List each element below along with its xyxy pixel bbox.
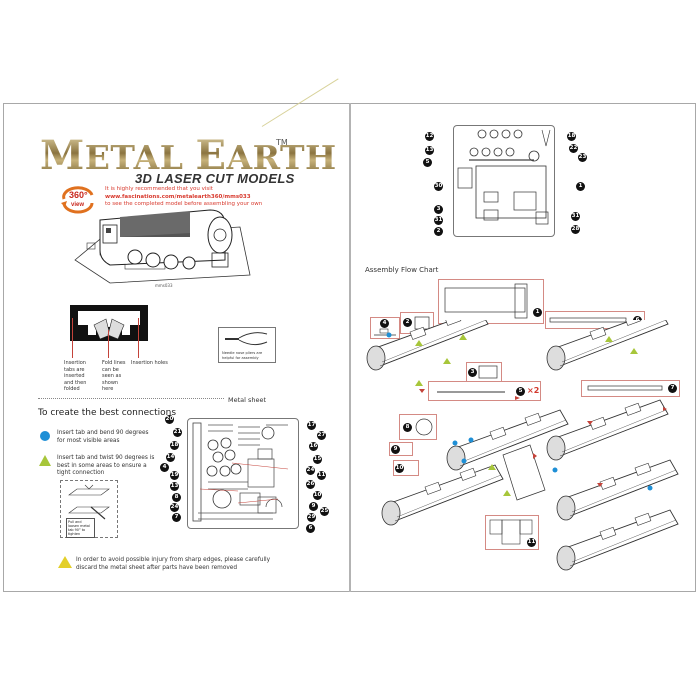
pointer-line [138, 318, 139, 358]
promo-text: It is highly recommended that you visit … [105, 186, 263, 207]
callout-20: 20 [165, 415, 174, 424]
svg-text:view: view [71, 202, 84, 208]
step-10-number: 10 [395, 464, 404, 473]
label-insertion-tabs: Insertion tabs are inserted and then fol… [64, 360, 87, 392]
svg-text:360°: 360° [69, 190, 88, 200]
tip-bend: Insert tab and bend 90 degrees for most … [57, 430, 149, 444]
callout-5: 5 [423, 158, 432, 167]
callout-31: 31 [434, 216, 443, 225]
callout-12: 12 [425, 132, 434, 141]
callout-9: 9 [309, 502, 318, 511]
step-7-number: 7 [668, 384, 677, 393]
trademark: TM [276, 138, 288, 147]
callout-24b: 24 [306, 466, 315, 475]
callout-24: 24 [170, 503, 179, 512]
callout-7: 7 [172, 513, 181, 522]
step-3-number: 3 [468, 368, 477, 377]
callout-31b: 31 [571, 212, 580, 221]
model-url-link[interactable]: www.fascinations.com/metalearth360/mms03… [105, 193, 251, 200]
step-2-number: 2 [403, 318, 412, 327]
callout-10: 10 [313, 491, 322, 500]
step-5-number: 5 [516, 387, 525, 396]
connections-title: To create the best connections [38, 408, 177, 418]
twist-marker-icon [39, 455, 51, 466]
callout-14: 14 [166, 453, 175, 462]
callout-4: 4 [160, 463, 169, 472]
metal-sheet-title: Metal sheet [228, 396, 267, 404]
step-9-number: 9 [391, 445, 400, 454]
pointer-line [108, 330, 109, 358]
callout-1: 1 [576, 182, 585, 191]
model-code-caption: mms033 [155, 283, 173, 288]
step-11-number: 11 [527, 538, 536, 547]
label-fold-lines: Fold lines can be seen as shown here [102, 360, 126, 392]
callout-26: 26 [306, 480, 315, 489]
assembly-flow-chart-title: Assembly Flow Chart [365, 266, 439, 274]
callout-6: 6 [306, 524, 315, 533]
callout-13: 13 [170, 482, 179, 491]
callout-30: 30 [434, 182, 443, 191]
pliers-tip-box [218, 327, 276, 363]
tip-twist: Insert tab and twist 90 degrees is best … [57, 455, 155, 476]
callout-22: 22 [569, 144, 578, 153]
page-divider [349, 103, 351, 592]
callout-17: 17 [307, 421, 316, 430]
callout-15: 15 [313, 455, 322, 464]
callout-13: 13 [425, 146, 434, 155]
callout-19: 19 [170, 471, 179, 480]
locomotive-hero-illustration [65, 205, 255, 285]
step-5-box: 5 ×2 [428, 381, 541, 401]
bend-marker-icon [40, 431, 50, 441]
callout-2: 2 [434, 227, 443, 236]
step-11-box: 11 [485, 515, 539, 550]
callout-25: 25 [320, 507, 329, 516]
step-7-box: 7 [581, 380, 680, 397]
step-10-box: 10 [393, 460, 419, 476]
parts-sheet-2-diagram [453, 125, 555, 237]
step-1-box: 1 [438, 279, 544, 324]
twist-tab-label: Pull and loosen metal tab 90° to tighten [66, 518, 95, 538]
callout-29: 29 [307, 513, 316, 522]
callout-3: 3 [434, 205, 443, 214]
quantity-multiplier: ×2 [527, 386, 540, 395]
pointer-line [72, 318, 73, 358]
step-9-box: 9 [389, 442, 413, 456]
label-insertion-holes: Insertion holes [131, 360, 168, 366]
callout-28: 28 [571, 225, 580, 234]
warning-icon [58, 556, 72, 568]
step-8-box: 8 [399, 414, 437, 440]
view-360-icon: 360° view [58, 183, 98, 215]
callout-18: 18 [567, 132, 576, 141]
callout-11: 11 [317, 471, 326, 480]
callout-21: 21 [173, 428, 182, 437]
warning-text: In order to avoid possible injury from s… [76, 557, 271, 571]
assembly-illustrations [366, 320, 679, 571]
step-4-number: 4 [380, 319, 389, 328]
fold-example-diagram [70, 305, 148, 341]
metal-sheet-parts-diagram [187, 418, 299, 529]
callout-27: 27 [317, 431, 326, 440]
callout-23: 23 [578, 153, 587, 162]
step-4-box: 4 [370, 317, 400, 339]
section-separator [38, 398, 224, 399]
brand-subtitle: 3D LASER CUT MODELS [135, 171, 295, 186]
step-1-number: 1 [533, 308, 542, 317]
callout-16: 16 [309, 442, 318, 451]
callout-8: 8 [172, 493, 181, 502]
callout-18: 18 [170, 441, 179, 450]
pliers-tip-text: Needle nose pliers are helpful for assem… [222, 351, 263, 360]
pliers-icon [225, 332, 268, 346]
step-8-number: 8 [403, 423, 412, 432]
